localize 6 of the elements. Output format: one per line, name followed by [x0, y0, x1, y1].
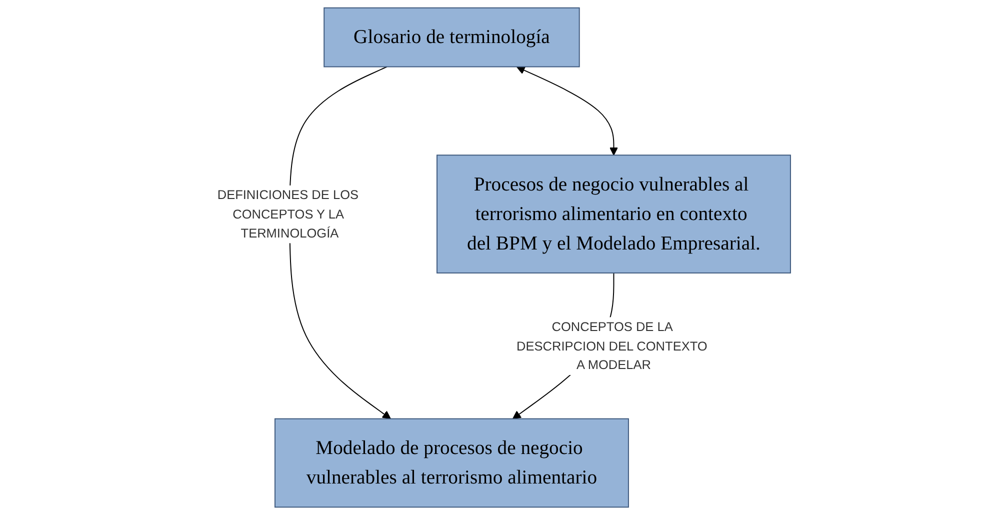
arrow	[516, 66, 618, 156]
node-box: Modelado de procesos de negocio vulnerables al terrorismo alimentario	[274, 418, 629, 508]
node-box: Glosario de terminología	[324, 7, 580, 68]
edge-label: CONCEPTOS DE LA DESCRIPCION DEL CONTEXTO A MODELAR	[516, 319, 708, 372]
edge-label: DEFINICIONES DE LOS CONCEPTOS Y LA TERMINOLOGÍA	[217, 187, 359, 240]
node-box: Procesos de negocio vulnerables al terrorismo alimentario en contexto del BPM y el Modelado Empresarial.	[436, 154, 791, 274]
